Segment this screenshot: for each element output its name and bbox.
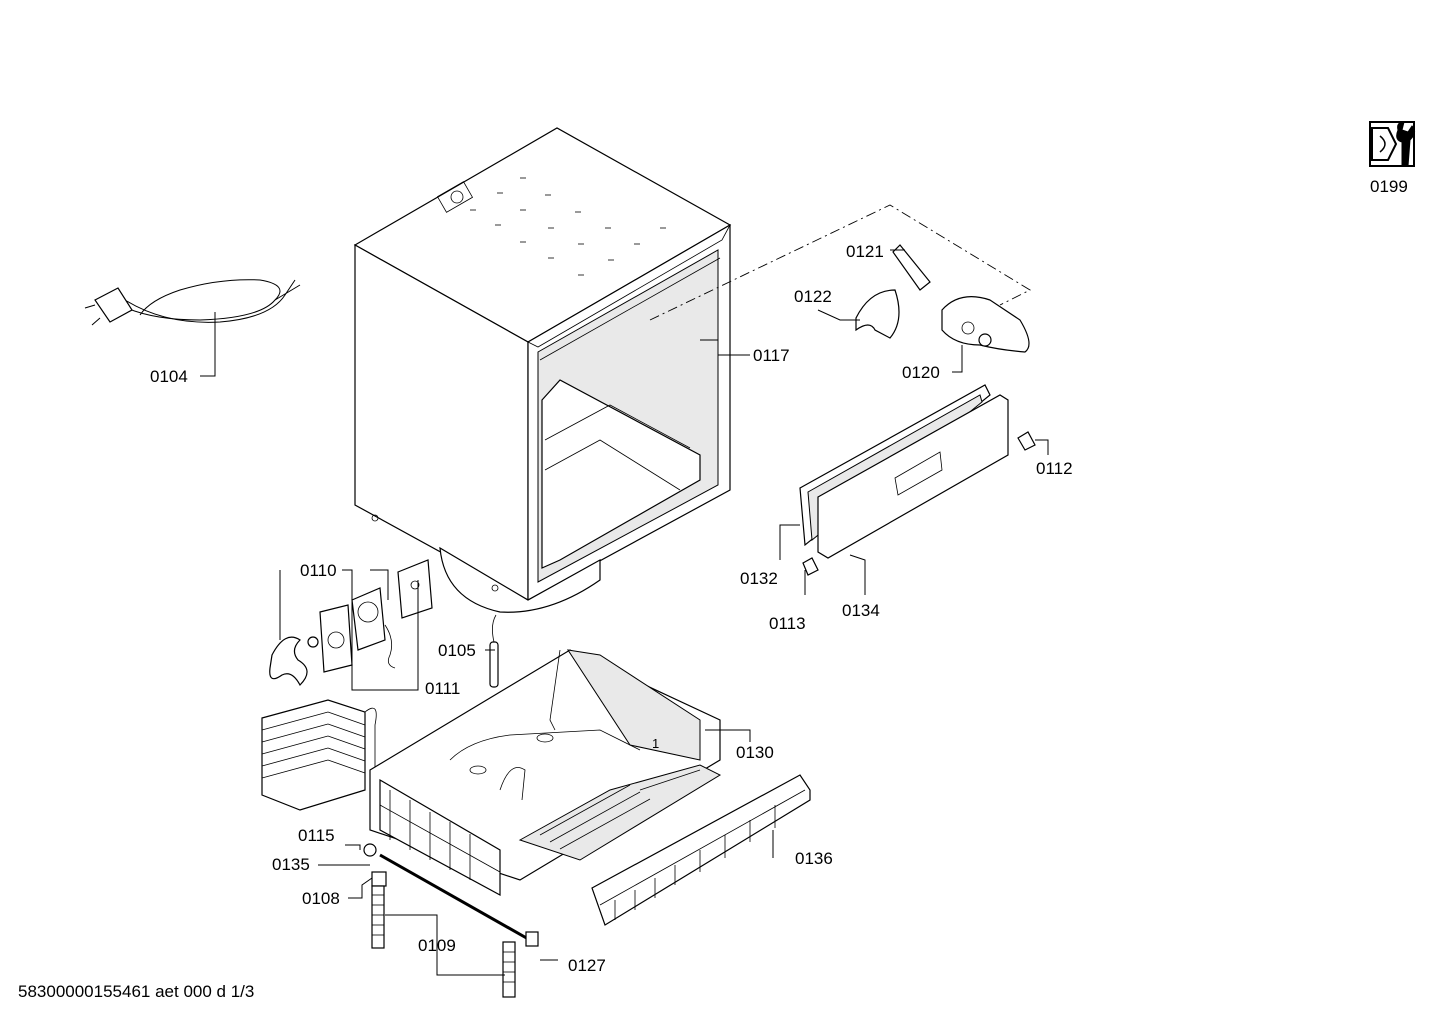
leader-lines [200, 249, 1049, 976]
label-0110[interactable]: 0110 [300, 561, 337, 580]
label-0109[interactable]: 0109 [418, 936, 456, 955]
label-0122[interactable]: 0122 [794, 287, 832, 306]
label-0130[interactable]: 0130 [736, 743, 774, 762]
label-0135[interactable]: 0135 [272, 855, 310, 874]
small-parts [363, 843, 539, 998]
label-0115[interactable]: 0115 [298, 826, 335, 845]
part-labels: 0199 0104 0117 0121 0122 0120 0112 0132 … [150, 177, 1408, 975]
label-0108[interactable]: 0108 [302, 889, 340, 908]
label-0117[interactable]: 0117 [753, 346, 790, 365]
label-0113[interactable]: 0113 [769, 614, 806, 633]
label-0134[interactable]: 0134 [842, 601, 880, 620]
base-tray: 1 [369, 649, 722, 897]
label-0104[interactable]: 0104 [150, 367, 188, 386]
label-0127[interactable]: 0127 [568, 956, 606, 975]
label-0111[interactable]: 0111 [425, 679, 460, 698]
label-0105[interactable]: 0105 [438, 641, 476, 660]
drawer-front [799, 384, 1009, 559]
label-0121[interactable]: 0121 [846, 242, 884, 261]
document-id: 58300000155461 aet 000 d 1/3 [18, 982, 254, 1001]
label-0112[interactable]: 0112 [1036, 459, 1073, 478]
fan-motor-assembly [269, 559, 433, 686]
wrench-hexnut-icon [1369, 121, 1416, 167]
temperature-sensor [489, 614, 499, 688]
power-cord [84, 279, 301, 326]
front-kick-grille [591, 774, 811, 926]
svg-text:1: 1 [652, 736, 659, 751]
hinge-parts [802, 431, 1036, 576]
label-0120[interactable]: 0120 [902, 363, 940, 382]
label-0132[interactable]: 0132 [740, 569, 778, 588]
cabinet-housing [353, 127, 732, 613]
label-0199[interactable]: 0199 [1370, 177, 1408, 196]
label-0136[interactable]: 0136 [795, 849, 833, 868]
condenser-coil [261, 699, 377, 811]
